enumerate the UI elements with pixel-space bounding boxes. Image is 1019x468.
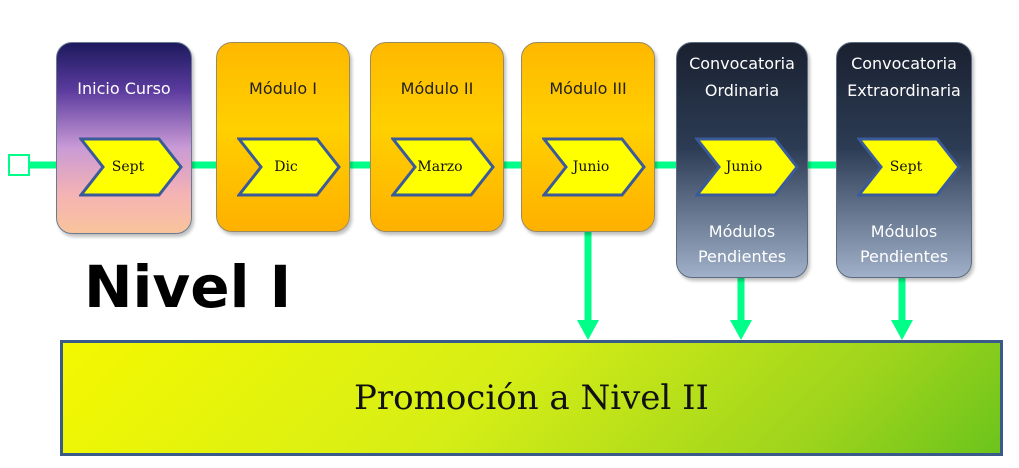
chevron-label: Junio xyxy=(572,159,610,175)
chevron-label: Marzo xyxy=(417,159,463,175)
chevron-label: Dic xyxy=(274,159,298,175)
promocion-box: Promoción a Nivel II xyxy=(60,340,1003,456)
chevron-shape xyxy=(857,137,961,197)
arrow-head-ordinaria xyxy=(730,320,752,340)
modulo-iii-card: Módulo III Junio xyxy=(521,42,655,232)
inicio-curso-card: Inicio Curso Sept xyxy=(56,42,192,234)
modulo-ii-card: Módulo II Marzo xyxy=(370,42,504,232)
convocatoria-ordinaria-title-2: Ordinaria xyxy=(704,81,780,100)
modulo-ii-title: Módulo II xyxy=(400,79,474,98)
convocatoria-extraordinaria-title-2: Extraordinaria xyxy=(847,81,961,100)
modulos-pendientes-label-2: Pendientes xyxy=(859,247,949,266)
convocatoria-extraordinaria-title-1: Convocatoria xyxy=(851,54,957,73)
chevron-shape xyxy=(391,137,495,197)
modulo-i-card: Módulo I Dic xyxy=(216,42,350,232)
chevron-shape xyxy=(237,137,341,197)
convocatoria-ordinaria-title-1: Convocatoria xyxy=(689,54,795,73)
chevron-marzo: Marzo xyxy=(391,137,495,197)
modulo-i-title: Módulo I xyxy=(249,79,317,98)
chevron-shape xyxy=(542,137,646,197)
chevron-label: Sept xyxy=(111,159,145,175)
chevron-junio: Junio xyxy=(542,137,646,197)
modulo-iii-title: Módulo III xyxy=(549,79,627,98)
arrow-head-modulo-iii xyxy=(577,320,599,340)
chevron-label: Sept xyxy=(889,159,923,175)
promocion-label: Promoción a Nivel II xyxy=(354,378,709,418)
modulos-pendientes-label-2: Pendientes xyxy=(697,247,787,266)
chevron-junio: Junio xyxy=(695,137,799,197)
chevron-sept: Sept xyxy=(79,137,183,197)
entry-node xyxy=(8,154,30,176)
inicio-curso-title: Inicio Curso xyxy=(77,79,171,98)
chevron-sept: Sept xyxy=(857,137,961,197)
chevron-label: Junio xyxy=(725,159,763,175)
modulos-pendientes-label-1: Módulos xyxy=(708,222,776,241)
convocatoria-ordinaria-card: Convocatoria Ordinaria Junio Módulos Pen… xyxy=(676,42,808,278)
nivel-heading: Nivel I xyxy=(84,253,292,321)
chevron-shape xyxy=(79,137,183,197)
chevron-dic: Dic xyxy=(237,137,341,197)
chevron-shape xyxy=(695,137,799,197)
convocatoria-extraordinaria-card: Convocatoria Extraordinaria Sept Módulos… xyxy=(836,42,972,278)
modulos-pendientes-label-1: Módulos xyxy=(870,222,938,241)
arrow-head-extraordinaria xyxy=(891,320,913,340)
